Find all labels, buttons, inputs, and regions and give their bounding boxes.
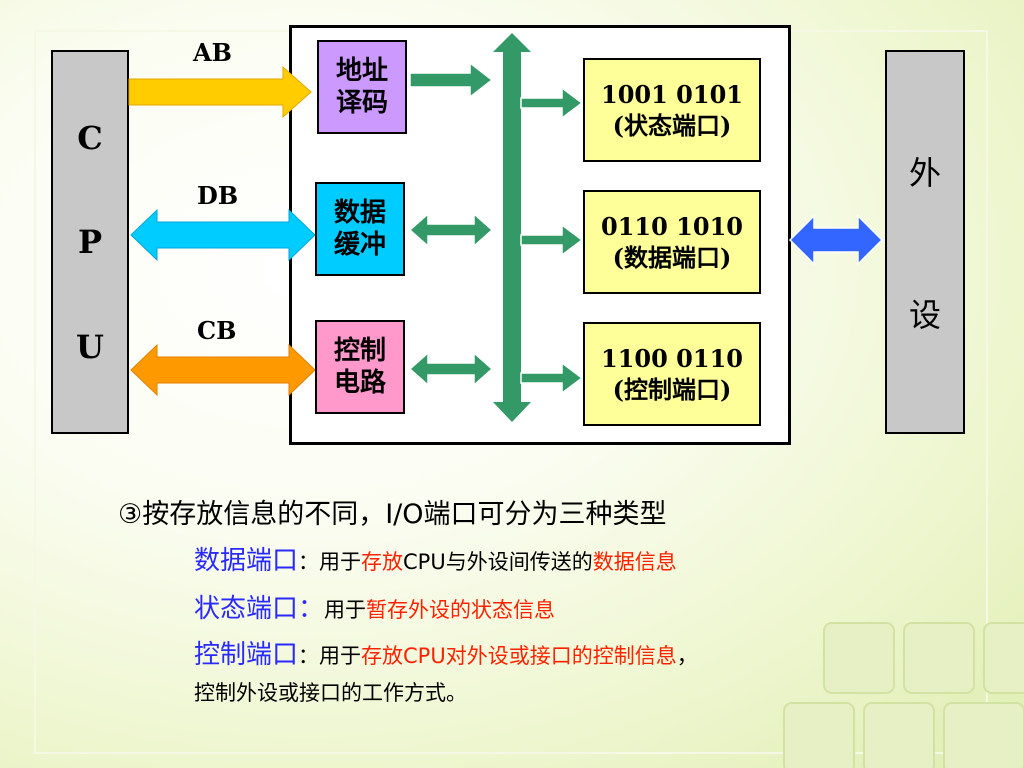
internal-bus-vertical	[493, 33, 531, 422]
data-buffer-box: 数据 缓冲	[315, 182, 405, 276]
cb-bus-arrow	[130, 343, 316, 397]
data-port-sep: ：	[298, 550, 320, 574]
bus-to-data-port-arrow	[520, 223, 584, 257]
peripheral-double-arrow	[788, 214, 884, 266]
control-port-name: (控制端口)	[612, 375, 732, 404]
cpu-letter-u: U	[76, 327, 104, 366]
status-port-bits: 1001 0101	[601, 79, 743, 109]
control-port-pre: 用于	[319, 644, 362, 668]
control-port-red-1: 存放CPU对外设或接口的控制信息	[361, 644, 677, 668]
control-circuit-line-1: 控制	[333, 335, 386, 366]
data-port-description: 数据端口：用于存放CPU与外设间传送的数据信息	[194, 540, 677, 577]
control-port-term: 控制端口	[194, 640, 299, 670]
cpu-letter-c: C	[77, 118, 103, 157]
control-circuit-box: 控制 电路	[315, 320, 405, 414]
data-port-box: 0110 1010 (数据端口)	[583, 190, 761, 294]
data-port-name: (数据端口)	[612, 243, 732, 272]
bus-to-status-port-arrow	[520, 86, 584, 120]
status-port-red-1: 暂存外设的状态信息	[366, 598, 556, 622]
address-decode-line-1: 地址	[335, 55, 388, 86]
data-port-term: 数据端口	[194, 546, 299, 576]
control-circuit-line-2: 电路	[333, 368, 386, 398]
data-port-mid: CPU与外设间传送的	[403, 550, 593, 574]
ab-bus-arrow	[128, 65, 312, 119]
data-port-bits: 0110 1010	[601, 211, 743, 241]
control-port-continuation: 控制外设或接口的工作方式。	[194, 681, 467, 705]
peripheral-char-2: 设	[908, 296, 941, 334]
control-port-post: ，	[676, 644, 698, 668]
data-port-red-2: 数据信息	[592, 550, 677, 574]
data-buffer-line-2: 缓冲	[333, 230, 386, 260]
cpu-box: C P U	[51, 50, 129, 434]
status-port-name: (状态端口)	[612, 111, 732, 140]
cb-label: CB	[197, 316, 237, 345]
data-bus-double-arrow	[408, 212, 494, 248]
db-bus-arrow	[130, 208, 316, 262]
data-port-pre: 用于	[319, 550, 362, 574]
status-port-term: 状态端口：	[194, 594, 325, 624]
keyboard-decoration-icon	[783, 622, 1024, 768]
db-label: DB	[197, 181, 239, 210]
data-buffer-line-1: 数据	[333, 197, 386, 228]
section-heading: ③按存放信息的不同，I/O端口可分为三种类型	[118, 499, 667, 530]
status-port-description: 状态端口：用于暂存外设的状态信息	[194, 588, 555, 625]
peripheral-box: 外 设	[885, 50, 965, 434]
control-port-bits: 1100 0110	[601, 343, 743, 373]
control-port-sep: ：	[298, 644, 320, 668]
data-port-red-1: 存放	[361, 550, 404, 574]
status-port-box: 1001 0101 (状态端口)	[583, 58, 761, 162]
control-port-description: 控制端口：用于存放CPU对外设或接口的控制信息，	[194, 634, 698, 671]
ab-label: AB	[193, 38, 232, 67]
address-decode-box: 地址 译码	[317, 40, 407, 134]
address-to-bus-arrow	[409, 61, 494, 99]
bus-to-control-port-arrow	[520, 361, 584, 395]
status-port-pre: 用于	[324, 598, 367, 622]
control-bus-double-arrow	[408, 351, 494, 387]
address-decode-line-2: 译码	[335, 88, 388, 118]
control-port-box: 1100 0110 (控制端口)	[583, 322, 761, 426]
cpu-letter-p: P	[77, 223, 103, 261]
peripheral-char-1: 外	[908, 154, 941, 192]
